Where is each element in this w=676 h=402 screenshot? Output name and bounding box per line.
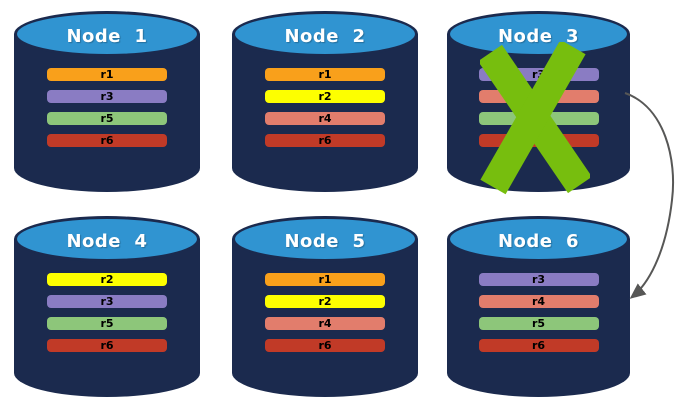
partition-bar: r1 [265, 273, 385, 286]
partition-label: r3 [100, 90, 114, 103]
cylinder-top: Node 1 [14, 11, 200, 57]
partition-list: r1 r2 r4 r6 [265, 68, 385, 147]
node-title: Node 4 [66, 230, 148, 252]
partition-bar: r3 [47, 90, 167, 103]
partition-bar: r4 [265, 317, 385, 330]
partition-label: r1 [318, 273, 332, 286]
cylinder-top: Node 6 [447, 216, 630, 262]
curved-arrow-icon [624, 92, 675, 299]
partition-label: r3 [531, 273, 546, 286]
cylinder-top: Node 4 [14, 216, 200, 262]
partition-bar: r6 [478, 339, 599, 352]
partition-bar: r2 [265, 90, 385, 103]
partition-bar: r6 [47, 134, 167, 147]
partition-label: r5 [100, 112, 114, 125]
partition-label: r2 [318, 90, 332, 103]
partition-list: r1 r3 r5 r6 [47, 68, 167, 147]
partition-label: r3 [100, 295, 114, 308]
partition-label: r6 [100, 339, 114, 352]
partition-bar: r6 [265, 339, 385, 352]
partition-label: r4 [318, 317, 332, 330]
node-title: Node 2 [284, 25, 366, 47]
partition-label: r1 [318, 68, 332, 81]
cylinder-top: Node 3 [447, 11, 630, 57]
partition-label: r6 [100, 134, 114, 147]
partition-bar: r3 [478, 273, 599, 286]
node-title: Node 1 [66, 25, 148, 47]
partition-bar: r5 [47, 317, 167, 330]
partition-list: r1 r2 r4 r6 [265, 273, 385, 352]
node-cylinder-6: Node 6 r3 r4 r5 r6 [447, 216, 630, 397]
partition-label: r6 [531, 339, 546, 352]
partition-list: r2 r3 r5 r6 [47, 273, 167, 352]
cylinder-top: Node 2 [232, 11, 418, 57]
node-cylinder-5: Node 5 r1 r2 r4 r6 [232, 216, 418, 397]
node-cylinder-4: Node 4 r2 r3 r5 r6 [14, 216, 200, 397]
partition-bar: r4 [265, 112, 385, 125]
node-cylinder-1: Node 1 r1 r3 r5 r6 [14, 11, 200, 192]
node-title: Node 6 [497, 230, 580, 252]
partition-list: r3 r4 r5 r6 [478, 273, 599, 352]
partition-bar: r2 [47, 273, 167, 286]
node-title: Node 3 [497, 25, 580, 47]
partition-label: r5 [100, 317, 114, 330]
node-cylinder-2: Node 2 r1 r2 r4 r6 [232, 11, 418, 192]
node-title: Node 5 [284, 230, 366, 252]
partition-label: r6 [318, 134, 332, 147]
partition-bar: r5 [47, 112, 167, 125]
partition-label: r2 [318, 295, 332, 308]
partition-bar: r3 [47, 295, 167, 308]
partition-label: r4 [531, 295, 546, 308]
partition-bar: r6 [47, 339, 167, 352]
partition-label: r5 [531, 317, 546, 330]
cylinder-top: Node 5 [232, 216, 418, 262]
partition-bar: r4 [478, 295, 599, 308]
partition-bar: r1 [47, 68, 167, 81]
partition-bar: r1 [265, 68, 385, 81]
partition-label: r4 [318, 112, 332, 125]
partition-bar: r2 [265, 295, 385, 308]
partition-label: r6 [318, 339, 332, 352]
partition-label: r2 [100, 273, 114, 286]
partition-bar: r5 [478, 317, 599, 330]
partition-label: r1 [100, 68, 114, 81]
partition-bar: r6 [265, 134, 385, 147]
x-icon [480, 42, 590, 195]
